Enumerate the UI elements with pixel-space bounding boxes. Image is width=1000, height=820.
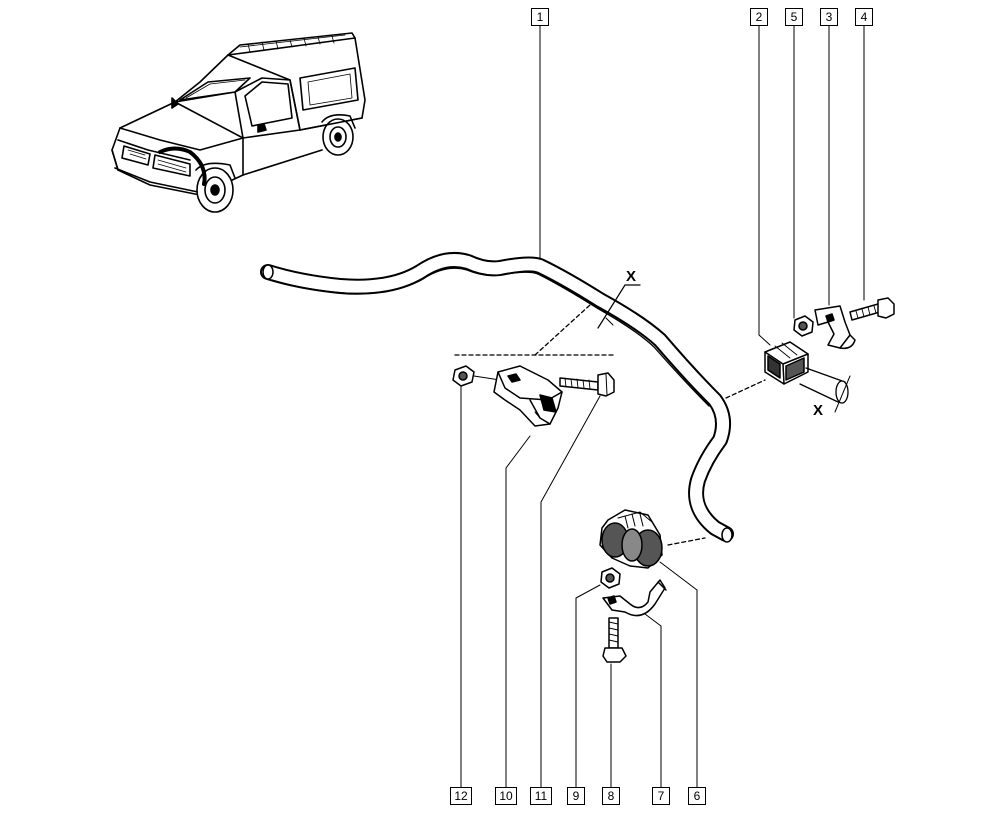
leader-lines — [460, 25, 865, 788]
callout-8: 8 — [602, 787, 620, 805]
section-marker-upper — [597, 284, 641, 329]
callout-6: 6 — [688, 787, 706, 805]
callout-12: 12 — [450, 787, 472, 805]
clamp-3 — [814, 305, 856, 350]
anti-roll-bar — [260, 252, 734, 543]
callout-1: 1 — [531, 8, 549, 26]
bolt-11 — [559, 372, 615, 397]
mounting-bracket-10 — [493, 365, 563, 427]
nut-5 — [793, 315, 814, 337]
bolt-8 — [602, 617, 627, 663]
callout-9: 9 — [567, 787, 585, 805]
section-mark-upper: X — [626, 268, 637, 285]
bush-6 — [599, 509, 663, 569]
assembly-dashed-lines — [454, 304, 766, 546]
callout-11: 11 — [530, 787, 552, 805]
callout-10: 10 — [495, 787, 517, 805]
bush-2 — [764, 341, 809, 385]
nut-12 — [452, 365, 501, 387]
callout-5: 5 — [785, 8, 803, 26]
bar-end-section — [799, 367, 851, 413]
clamp-7 — [602, 579, 667, 617]
nut-9 — [600, 567, 621, 589]
callout-2: 2 — [750, 8, 768, 26]
section-mark-lower: X — [813, 402, 824, 419]
callout-3: 3 — [820, 8, 838, 26]
bolt-4 — [849, 297, 895, 321]
vehicle-illustration — [111, 32, 366, 213]
callout-7: 7 — [652, 787, 670, 805]
callout-4: 4 — [855, 8, 873, 26]
